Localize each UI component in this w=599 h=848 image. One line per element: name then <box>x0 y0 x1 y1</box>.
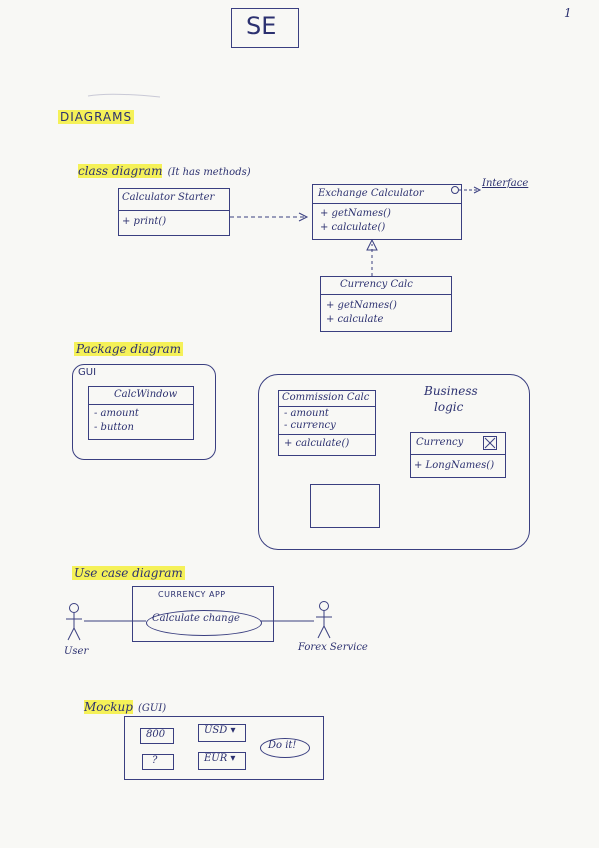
calc-window-name: CalcWindow <box>114 389 178 400</box>
page-number: 1 <box>564 6 572 20</box>
interface-label: Interface <box>482 178 529 189</box>
class-divider <box>88 404 193 405</box>
section-title: DIAGRAMS <box>58 110 135 124</box>
mockup-heading: Mockup (GUI) <box>84 696 166 715</box>
calc-window-class <box>88 386 194 440</box>
gui-package-label: GUI <box>78 367 97 378</box>
class-divider <box>118 210 229 211</box>
currency-app-label: CURRENCY APP <box>158 590 226 599</box>
from-currency-select-mock <box>198 724 246 742</box>
commission-calc-attr-2: - currency <box>284 420 336 431</box>
to-currency-select-mock <box>198 752 246 770</box>
business-logic-package <box>258 374 530 550</box>
business-logic-label-2: logic <box>434 400 464 414</box>
currency-calc-method-1: + getNames() <box>326 300 397 311</box>
calc-window-attr-2: - button <box>94 422 134 433</box>
currency-calc-name: Currency Calc <box>340 279 413 290</box>
business-logic-label-1: Business <box>424 384 478 398</box>
do-it-button-text: Do it! <box>268 740 297 751</box>
commission-calc-class <box>278 390 376 456</box>
class-diagram-heading: class diagram (It has methods) <box>78 160 251 179</box>
calculator-starter-class <box>118 188 230 236</box>
commission-calc-attr-1: - amount <box>284 408 329 419</box>
amount-field-mock <box>140 728 174 744</box>
faint-scribble <box>87 93 161 98</box>
class-diagram-heading-note: (It has methods) <box>167 167 251 178</box>
gui-package <box>72 364 216 460</box>
realization-arrow-head <box>366 238 378 251</box>
calculator-starter-method: + print() <box>122 216 167 227</box>
use-case-heading: Use case diagram <box>72 566 185 580</box>
header-title: SE <box>246 12 277 40</box>
calculate-change-use-case <box>146 610 262 636</box>
header-title-box <box>231 8 299 48</box>
calculate-change-label: Calculate change <box>152 613 240 624</box>
class-divider <box>320 294 451 295</box>
exchange-calculator-method-1: + getNames() <box>320 208 391 219</box>
mockup-heading-main: Mockup <box>84 700 133 714</box>
checked-box-icon <box>483 436 497 450</box>
dependency-arrow-head <box>298 212 309 222</box>
user-actor-figure <box>66 603 82 641</box>
forex-service-actor-label: Forex Service <box>298 642 368 653</box>
calc-window-attr-1: - amount <box>94 408 139 419</box>
currency-class <box>410 432 506 478</box>
result-field-mock-text: ? <box>152 755 158 766</box>
currency-calc-method-2: + calculate <box>326 314 384 325</box>
class-diagram-heading-main: class diagram <box>78 164 163 178</box>
do-it-button-mock <box>260 738 310 758</box>
class-divider <box>278 434 375 435</box>
currency-class-name: Currency <box>416 437 464 448</box>
class-divider <box>410 454 505 455</box>
commission-calc-method: + calculate() <box>284 438 350 449</box>
exchange-calculator-name: Exchange Calculator <box>318 188 424 199</box>
result-field-mock <box>142 754 174 770</box>
interface-circle <box>451 186 459 194</box>
from-currency-select-text: USD ▾ <box>204 725 236 736</box>
exchange-calculator-method-2: + calculate() <box>320 222 386 233</box>
exchange-calculator-class <box>312 184 462 240</box>
mockup-window <box>124 716 324 780</box>
class-divider <box>312 203 461 204</box>
interface-arrow-head <box>473 186 482 194</box>
package-diagram-heading: Package diagram <box>74 342 184 356</box>
currency-class-method: + LongNames() <box>414 460 495 471</box>
amount-field-mock-text: 800 <box>146 729 166 740</box>
commission-calc-name: Commission Calc <box>282 392 370 403</box>
empty-class-box <box>310 484 380 528</box>
currency-app-system-boundary <box>132 586 274 642</box>
mockup-heading-note: (GUI) <box>138 703 167 714</box>
user-actor-label: User <box>64 646 89 657</box>
forex-service-actor-figure <box>316 601 332 639</box>
currency-calc-class <box>320 276 452 332</box>
class-divider <box>278 406 375 407</box>
to-currency-select-text: EUR ▾ <box>204 753 236 764</box>
calculator-starter-name: Calculator Starter <box>122 192 215 203</box>
